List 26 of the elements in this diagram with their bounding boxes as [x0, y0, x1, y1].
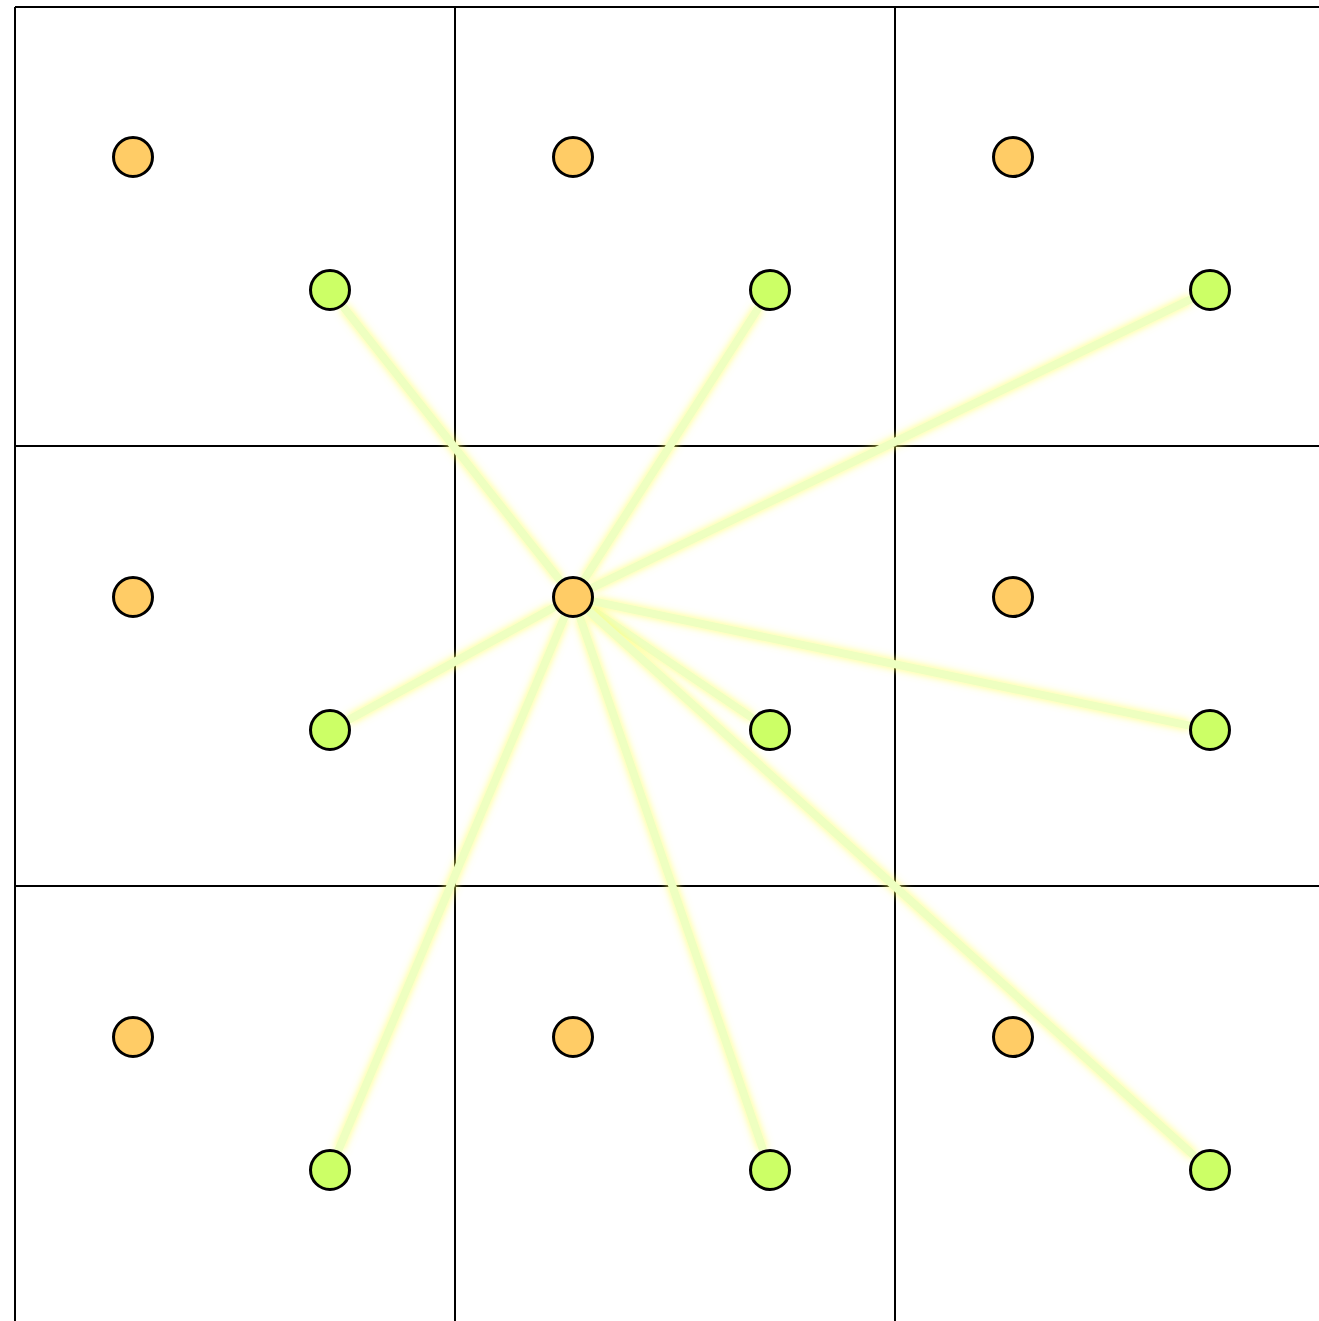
dot-marker — [992, 576, 1034, 618]
connector-line — [592, 597, 1191, 730]
dot-marker — [112, 576, 154, 618]
connector-line — [334, 614, 569, 1153]
connector-line — [576, 615, 767, 1152]
connector-line — [346, 603, 557, 724]
dot-marker — [309, 1149, 351, 1191]
dot-marker — [552, 1016, 594, 1058]
dot-marker — [1189, 1149, 1231, 1191]
dot-marker — [749, 709, 791, 751]
dot-marker — [1189, 269, 1231, 311]
dot-marker — [749, 269, 791, 311]
connector-line — [339, 304, 564, 583]
dot-marker — [309, 709, 351, 751]
dot-marker — [309, 269, 351, 311]
dot-marker — [992, 136, 1034, 178]
dot-marker — [112, 136, 154, 178]
dot-marker — [749, 1149, 791, 1191]
connector-line — [590, 295, 1193, 592]
dot-marker — [992, 1016, 1034, 1058]
dot-marker — [112, 1016, 154, 1058]
dot-marker — [552, 136, 594, 178]
connector-line — [580, 305, 763, 582]
connector-line — [585, 608, 1198, 1159]
dot-marker — [1189, 709, 1231, 751]
dot-marker — [552, 576, 594, 618]
